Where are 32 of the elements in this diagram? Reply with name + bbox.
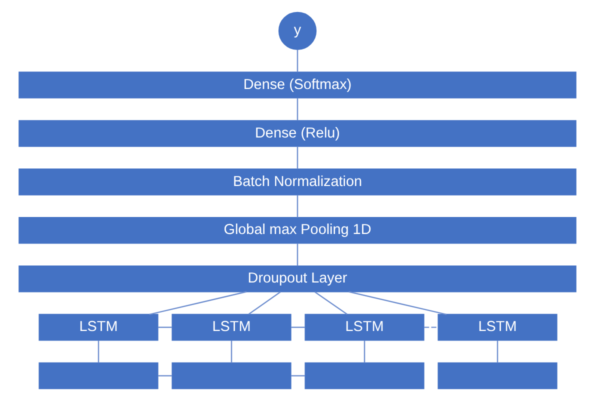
node-box [438,362,558,390]
node-box [172,362,292,390]
node-box: LSTM [438,314,558,341]
connector [230,340,232,363]
node-box [304,362,424,390]
node-box: LSTM [304,314,424,341]
connector [158,375,172,376]
connector [158,326,172,328]
connector [296,244,298,266]
connector [364,340,366,363]
node-box: LSTM [172,314,292,341]
node-box: Global max Pooling 1D [18,217,576,244]
node-box: Droupout Layer [18,265,576,292]
connector [296,50,298,72]
node-circle: y [278,12,317,50]
connector [149,291,247,316]
connector [314,291,348,315]
node-box: LSTM [38,314,158,341]
connector [348,291,447,316]
node-box: Batch Normalization [18,168,576,196]
connector [296,146,298,169]
connector [98,340,100,363]
connector [296,195,298,218]
connector [291,375,306,376]
connector [291,326,306,328]
connector [296,98,298,120]
connector [424,326,438,328]
node-box: Dense (Relu) [18,120,576,147]
connector [496,340,498,363]
node-box [38,362,158,390]
node-box: Dense (Softmax) [18,72,576,98]
connector [248,291,281,315]
